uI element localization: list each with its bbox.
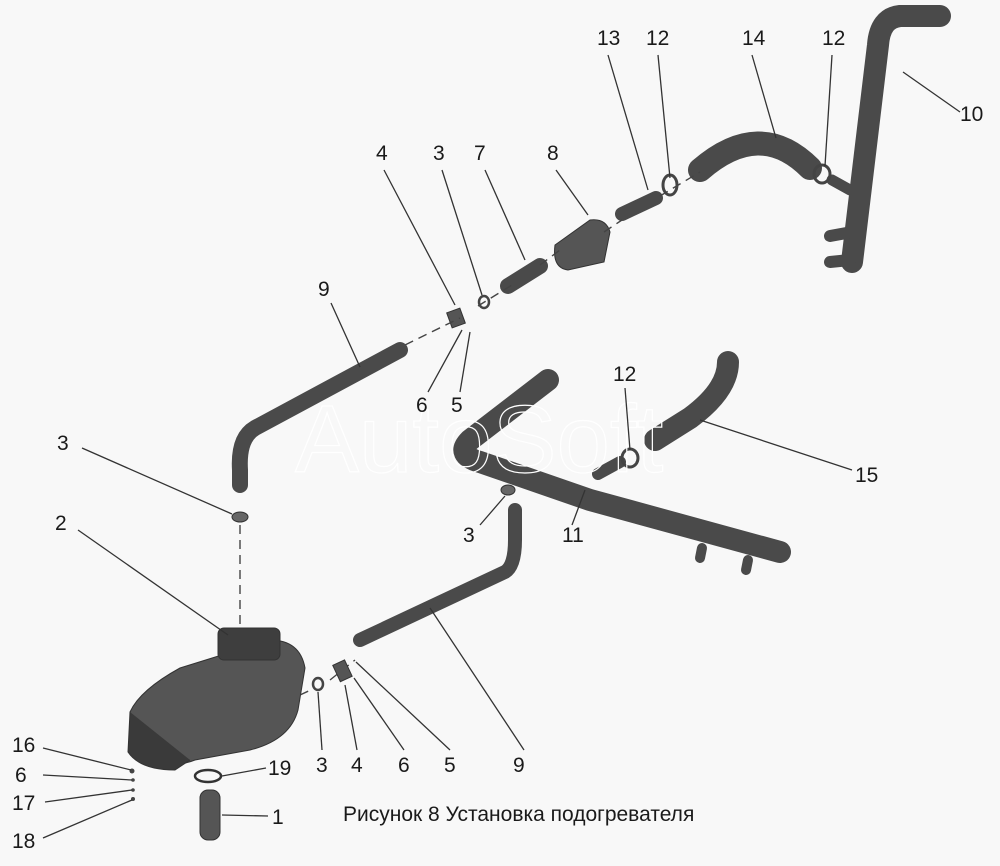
label-3: 3: [463, 524, 475, 547]
part-19-ring: [193, 768, 223, 784]
part-3-clamp: [500, 484, 516, 496]
label-2: 2: [55, 512, 67, 535]
part-14-hose: [688, 131, 822, 182]
figure-caption: Рисунок 8 Установка подогревателя: [343, 803, 694, 826]
label-15: 15: [855, 464, 878, 487]
label-5: 5: [444, 754, 456, 777]
label-16: 16: [12, 734, 35, 757]
assembly-axis-upper: [404, 171, 701, 346]
part-2-heater: [127, 627, 306, 771]
part-17-washer: [131, 788, 135, 792]
part-13-fitting: [615, 191, 663, 221]
label-11: 11: [562, 524, 584, 547]
label-18: 18: [12, 830, 35, 853]
leader-lines: [42, 54, 961, 839]
label-12: 12: [646, 27, 669, 50]
label-9: 9: [513, 754, 525, 777]
label-6: 6: [398, 754, 410, 777]
label-4: 4: [351, 754, 363, 777]
part-8-pump: [554, 219, 611, 271]
part-4-bracket: [332, 659, 353, 683]
part-9-hose-lower: [353, 503, 522, 647]
part-3-clamp: [477, 294, 491, 310]
label-14: 14: [742, 27, 766, 50]
label-3: 3: [57, 432, 69, 455]
part-10-pipe: [824, 5, 951, 273]
part-4-bracket: [446, 307, 466, 329]
part-12-clamp: [812, 163, 832, 185]
label-7: 7: [474, 142, 486, 165]
part-3-clamp: [311, 676, 325, 692]
label-13: 13: [597, 27, 620, 50]
label-3: 3: [316, 754, 328, 777]
part-6-washer: [131, 778, 135, 782]
part-11-pipe: [453, 369, 791, 575]
label-19: 19: [268, 757, 291, 780]
label-17: 17: [12, 792, 35, 815]
label-10: 10: [960, 103, 983, 126]
label-1: 1: [272, 806, 284, 829]
watermark: AutoSoft: [295, 386, 663, 493]
part-9-hose-upper: [231, 342, 408, 493]
part-15-hose: [644, 351, 739, 451]
label-4: 4: [376, 142, 388, 165]
label-12: 12: [822, 27, 845, 50]
part-3-clamp: [231, 511, 249, 523]
part-7-fitting: [500, 258, 548, 294]
label-5: 5: [451, 394, 463, 417]
label-9: 9: [318, 278, 330, 301]
label-8: 8: [547, 142, 559, 165]
label-12: 12: [613, 363, 636, 386]
label-6: 6: [15, 764, 27, 787]
label-3: 3: [433, 142, 445, 165]
label-6: 6: [416, 394, 428, 417]
part-1-filter: [199, 789, 221, 841]
